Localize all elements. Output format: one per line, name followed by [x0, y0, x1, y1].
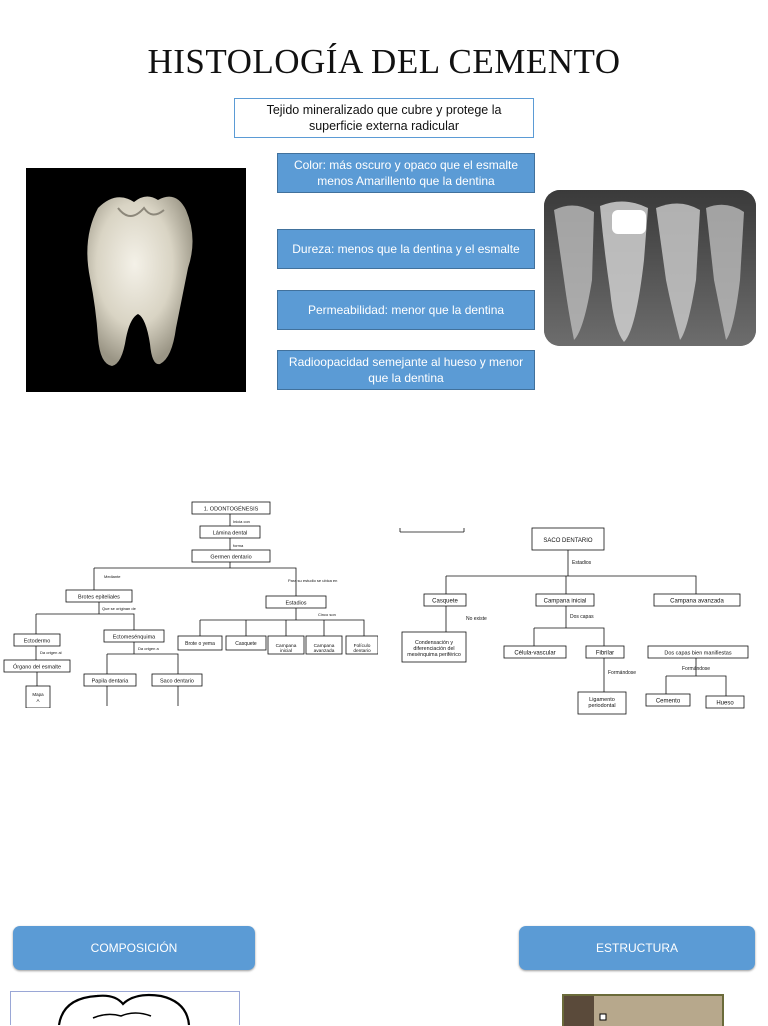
svg-text:Inicia con: Inicia con: [233, 519, 250, 524]
svg-text:Da origen a: Da origen a: [138, 646, 159, 651]
property-radioopacidad: Radioopacidad semejante al hueso y menor…: [277, 350, 535, 390]
xray-photo: [544, 190, 756, 346]
svg-text:Da origen al: Da origen al: [40, 650, 62, 655]
property-dureza: Dureza: menos que la dentina y el esmalt…: [277, 229, 535, 269]
svg-text:Para su estudio se ubica en: Para su estudio se ubica en: [288, 578, 337, 583]
svg-text:Cinco son: Cinco son: [318, 612, 336, 617]
estructura-image: [562, 994, 724, 1026]
odo-ectodermo: Ectodermo: [24, 639, 51, 645]
composicion-image: [10, 991, 240, 1025]
odo-brotes: Brotes epiteliales: [78, 595, 120, 601]
property-color: Color: más oscuro y opaco que el esmalte…: [277, 153, 535, 193]
odo-estadios: Estadios: [285, 601, 306, 607]
page-title: HISTOLOGÍA DEL CEMENTO: [147, 42, 621, 81]
svg-text:No existe: No existe: [466, 616, 487, 622]
odontogenesis-diagram: 1. ODONTOGÉNESIS Inicia con Lámina denta…: [0, 496, 378, 708]
saco-dos-capas-bien: Dos capas bien manifiestas: [664, 651, 732, 657]
odo-lamina: Lámina dental: [213, 531, 248, 537]
saco-dentario-diagram: SACO DENTARIO Estadios Casquete Campana …: [398, 520, 758, 720]
svg-text:Estadios: Estadios: [572, 560, 592, 566]
estructura-button[interactable]: ESTRUCTURA: [519, 926, 755, 970]
odo-papila: Papila dentaria: [92, 679, 130, 685]
saco-hueso: Hueso: [716, 701, 734, 707]
odo-stage-1: Casquete: [235, 641, 257, 647]
saco-cemento: Cemento: [656, 699, 681, 705]
odo-saco: Saco dentario: [160, 679, 194, 685]
saco-fibrilar: Fibrilar: [596, 651, 614, 657]
svg-text:Formándose: Formándose: [682, 666, 710, 672]
saco-root: SACO DENTARIO: [543, 538, 593, 544]
xray-image: [544, 190, 756, 346]
odo-ectomesenquima: Ectomesénquima: [113, 635, 156, 641]
svg-text:Mediante: Mediante: [104, 574, 121, 579]
tooth-image: [87, 196, 193, 366]
saco-celulo: Célula-vascular: [514, 651, 555, 657]
composicion-button[interactable]: COMPOSICIÓN: [13, 926, 255, 970]
svg-text:Que se originan de: Que se originan de: [102, 606, 137, 611]
svg-text:Dos capas: Dos capas: [570, 614, 594, 620]
odo-organo: Órgano del esmalte: [13, 664, 61, 671]
saco-campana-inicial: Campana inicial: [544, 599, 587, 605]
svg-text:forma: forma: [233, 543, 244, 548]
odo-germen: Germen dentario: [210, 555, 251, 561]
svg-text:Formándose: Formándose: [608, 670, 636, 676]
property-permeabilidad: Permeabilidad: menor que la dentina: [277, 290, 535, 330]
saco-campana-avanzada: Campana avanzada: [670, 599, 724, 605]
tooth-photo: [26, 168, 246, 392]
odo-stage-0: Brote o yema: [185, 641, 215, 647]
odo-root: 1. ODONTOGÉNESIS: [204, 506, 259, 513]
saco-casquete: Casquete: [432, 599, 458, 605]
definition-box: Tejido mineralizado que cubre y protege …: [234, 98, 534, 138]
